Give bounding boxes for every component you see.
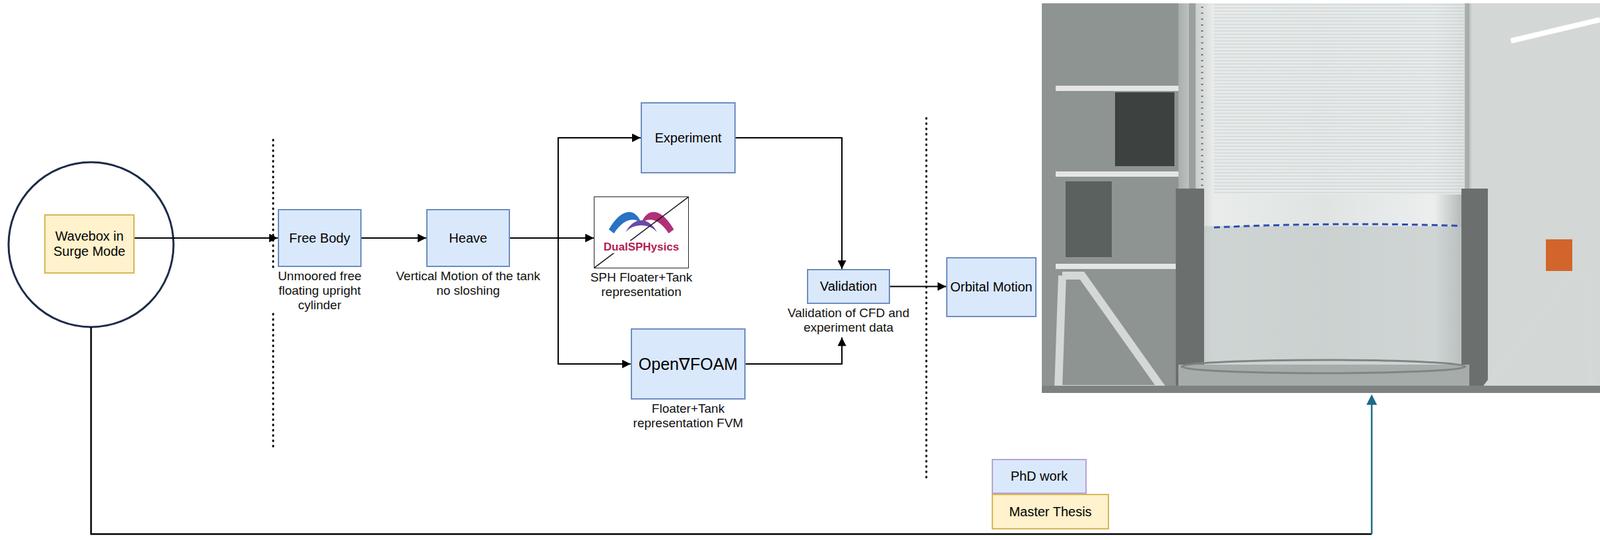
- shelf: [1055, 263, 1182, 270]
- process-box: Experiment: [640, 102, 736, 174]
- orange-device: [1545, 239, 1573, 272]
- software-box: Open∇FOAMFloater+Tank representation FVM: [630, 328, 746, 400]
- box-shape: Orbital Motion: [946, 257, 1037, 318]
- strike-line: [594, 197, 689, 268]
- lab-wall: [1471, 3, 1600, 394]
- box-shape: Open∇FOAM: [630, 328, 746, 400]
- caption-text: SPH Floater+Tank representation: [574, 270, 710, 300]
- support-post: [1175, 188, 1205, 388]
- ceiling-light: [1510, 19, 1600, 41]
- lab-equipment: [1065, 181, 1112, 258]
- caption-text: Validation of CFD and experiment data: [774, 306, 924, 336]
- box-shape: Heave: [426, 209, 511, 268]
- flow-arrow: [134, 237, 278, 239]
- flow-arrow: [361, 237, 427, 239]
- caption-text: Unmoored free floating upright cylinder: [265, 269, 375, 313]
- experiment-photo: [1041, 3, 1600, 394]
- legend: PhD workMaster Thesis: [991, 459, 1110, 530]
- flow-arrow: [510, 137, 641, 239]
- water-line: [1214, 224, 1470, 228]
- highlight-circle: [8, 162, 174, 328]
- logo-text: DualSPHysics: [601, 240, 681, 255]
- flow-arrow: [890, 286, 947, 288]
- photo-background: [1041, 3, 1600, 394]
- tank-rim: [1181, 360, 1466, 374]
- process-box: Orbital Motion: [946, 257, 1037, 318]
- tank-graduation: [1214, 3, 1465, 195]
- aluminium-frame: [1058, 275, 1163, 390]
- shelf: [1055, 171, 1182, 177]
- tank-cylinder: [1178, 3, 1470, 373]
- process-box: Free BodyUnmoored free floating upright …: [277, 209, 362, 268]
- legend-text: Master Thesis: [1008, 504, 1092, 520]
- aluminium-frame: [1485, 277, 1592, 390]
- box-label: Heave: [446, 230, 491, 247]
- box-shape: Free Body: [277, 209, 362, 268]
- master-thesis-box: Wavebox in Surge Mode: [44, 214, 135, 274]
- photo-floor: [1041, 385, 1600, 394]
- photo-wire: [1371, 402, 1374, 535]
- box-shape: Wavebox in Surge Mode: [44, 214, 135, 274]
- box-label: Experiment: [651, 130, 724, 146]
- support-post: [1461, 188, 1488, 388]
- caption-text: Floater+Tank representation FVM: [622, 401, 755, 431]
- tank-base: [1178, 364, 1470, 386]
- flow-arrow: [735, 137, 842, 270]
- logo-box: DualSPHysicsSPH Floater+Tank representat…: [593, 196, 689, 269]
- box-shape: Validation: [806, 269, 891, 305]
- tank-water: [1187, 226, 1465, 373]
- arrow-head: [1366, 394, 1377, 406]
- process-box: ValidationValidation of CFD and experime…: [806, 269, 891, 305]
- legend-text: PhD work: [1010, 469, 1069, 485]
- lab-equipment: [1115, 92, 1175, 167]
- caption-text: Vertical Motion of the tank no sloshing: [393, 269, 543, 299]
- process-box: HeaveVertical Motion of the tank no slos…: [426, 209, 511, 268]
- box-label: Wavebox in Surge Mode: [45, 228, 134, 260]
- shelf: [1055, 85, 1182, 92]
- box-shape: Experiment: [640, 102, 736, 174]
- dotted-divider: [925, 118, 928, 482]
- box-label: Open∇FOAM: [636, 354, 741, 375]
- logo-wave: [625, 220, 657, 233]
- box-label: Validation: [817, 279, 880, 295]
- logo-graphic: [594, 197, 689, 268]
- box-label: Free Body: [286, 230, 353, 247]
- legend-swatch: Master Thesis: [991, 494, 1110, 530]
- lab-shelf-area: [1041, 3, 1187, 394]
- box-shape: DualSPHysics: [593, 196, 689, 269]
- box-label: Orbital Motion: [947, 279, 1036, 295]
- legend-swatch: PhD work: [991, 459, 1087, 495]
- flow-arrow: [745, 337, 842, 365]
